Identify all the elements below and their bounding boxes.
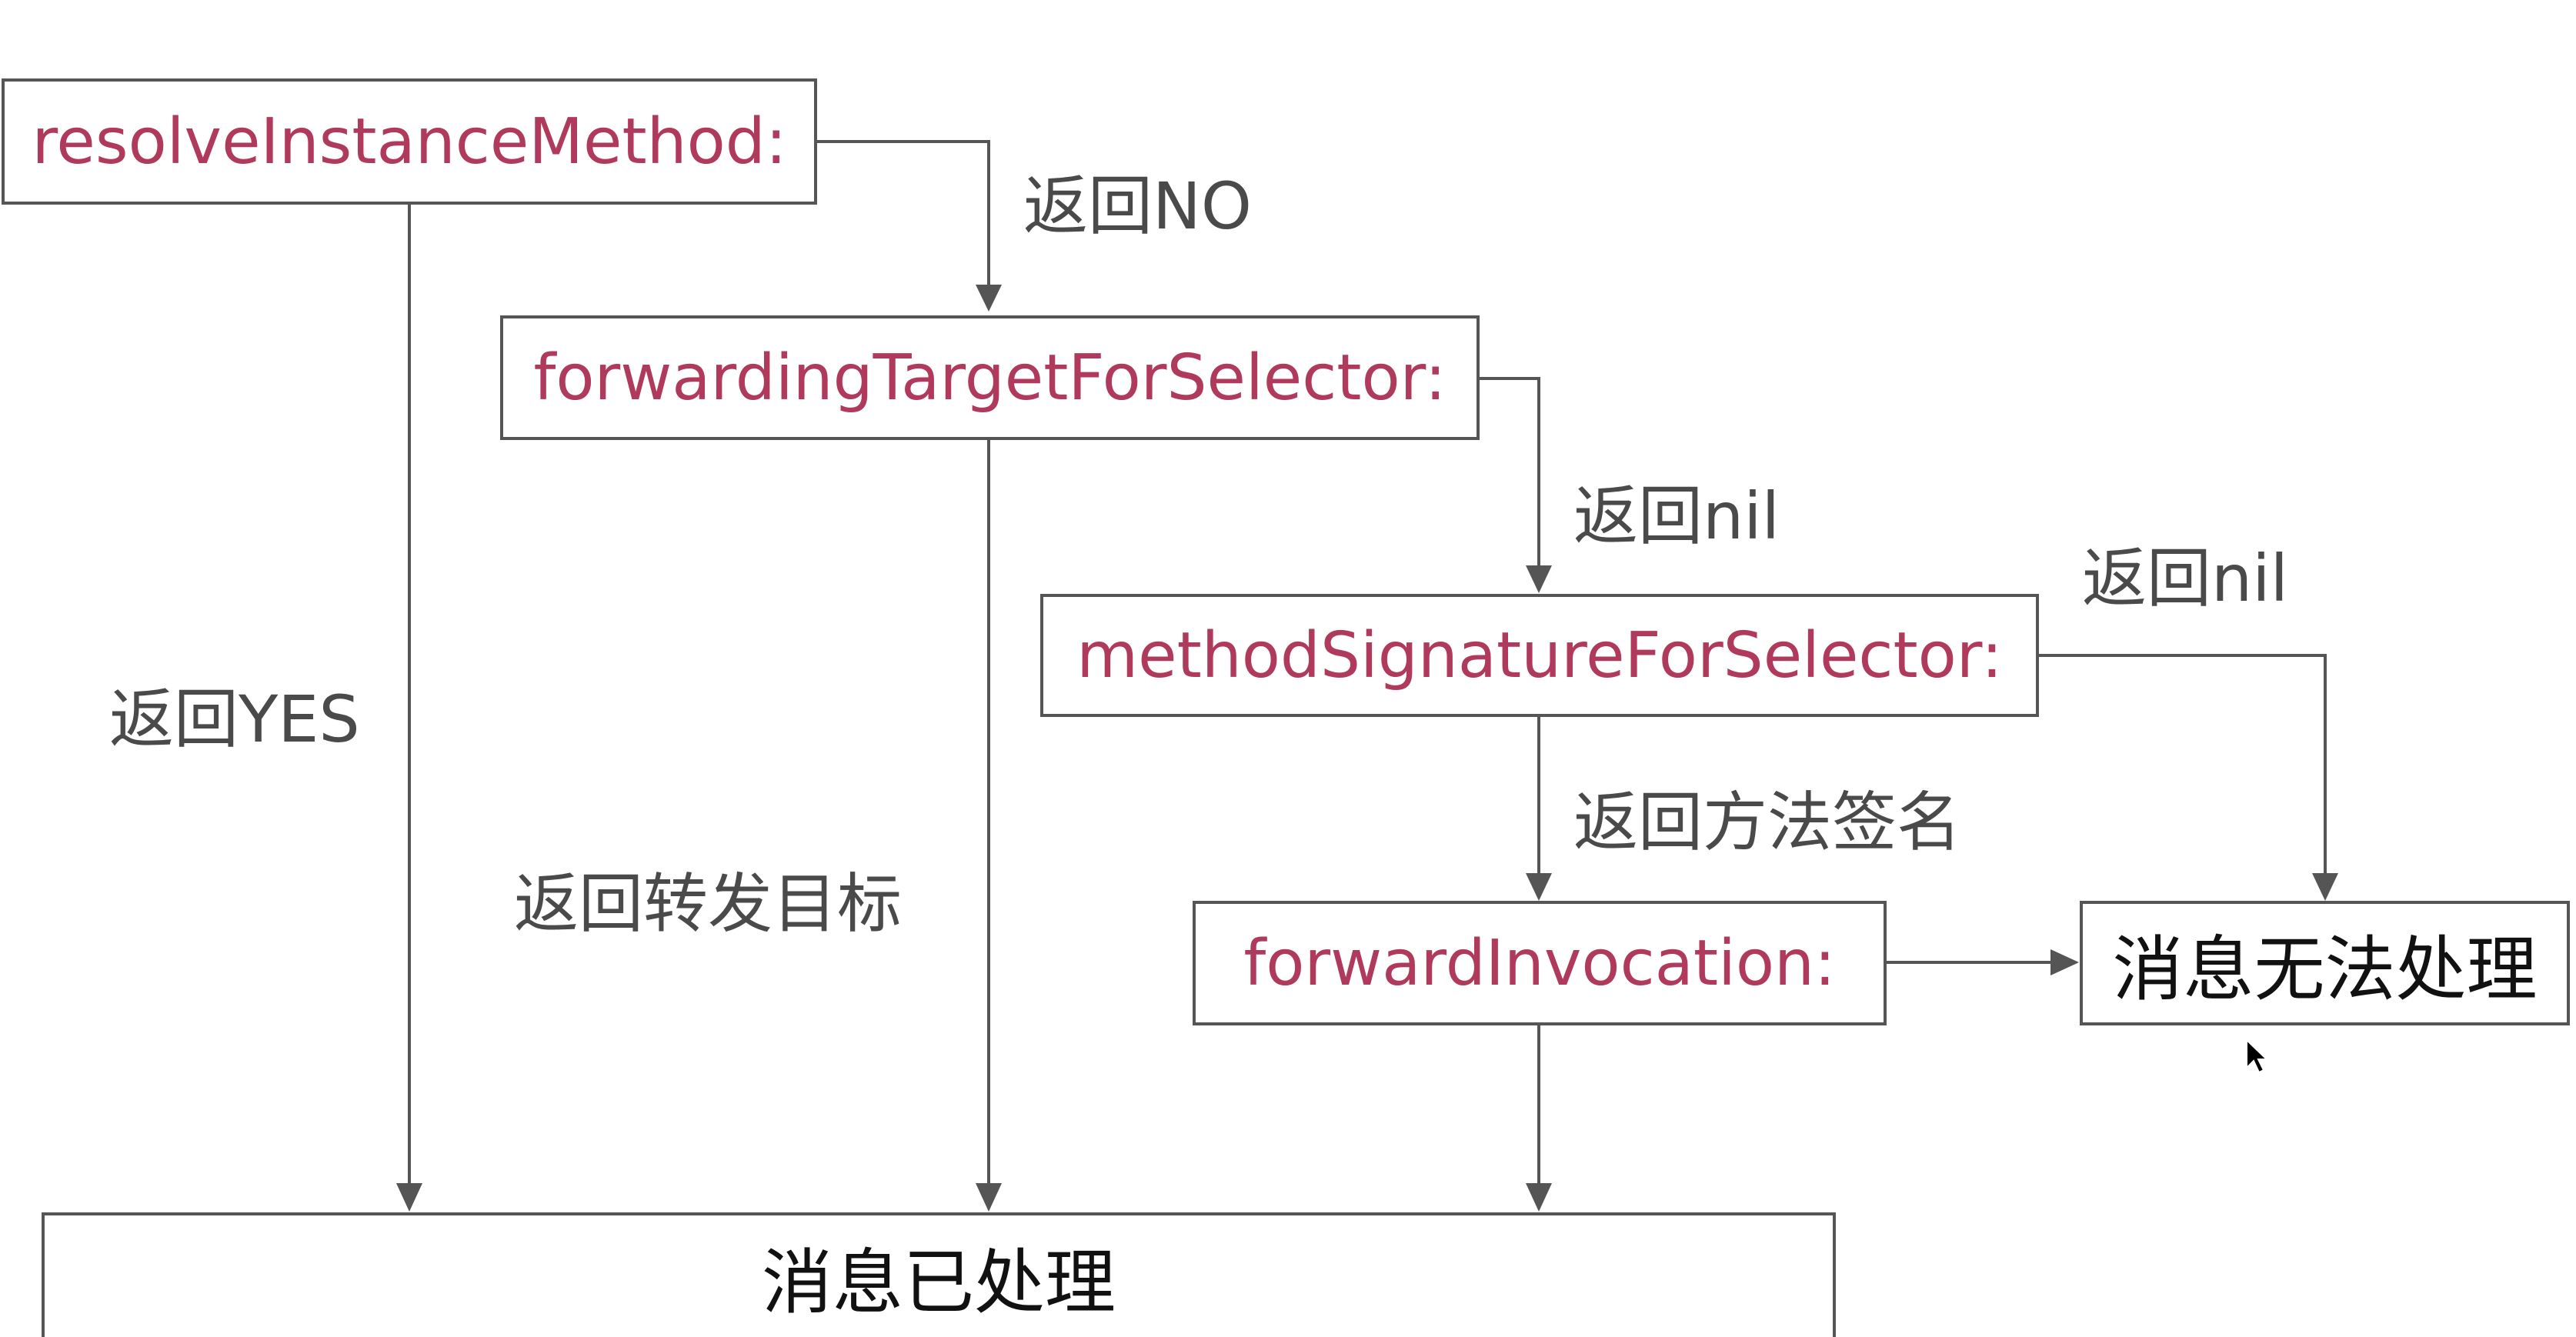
- arrowhead-forward-invocation: [1526, 873, 1552, 901]
- node-label: methodSignatureForSelector:: [1076, 618, 2003, 692]
- arrowhead-forwarding-target: [976, 285, 1002, 312]
- arrowhead-unhandled-from-signature: [2312, 873, 2338, 901]
- edge-forwarding-target-to-signature: [1480, 377, 1540, 577]
- label-return-method-signature: 返回方法签名: [1573, 785, 1962, 860]
- label-return-forward-target: 返回转发目标: [514, 866, 903, 942]
- arrowhead-handled-from-forwarding-target: [976, 1183, 1002, 1212]
- label-return-yes: 返回YES: [109, 682, 360, 757]
- edge-signature-to-unhandled: [2039, 654, 2327, 885]
- label-return-nil-target: 返回nil: [1573, 478, 1780, 554]
- arrowhead-signature: [1526, 565, 1552, 593]
- node-message-unhandled: 消息无法处理: [2080, 901, 2570, 1025]
- arrowhead-unhandled-from-forward-invocation: [2050, 949, 2079, 975]
- node-label: resolveInstanceMethod:: [32, 105, 787, 178]
- arrowhead-handled-from-resolve: [396, 1183, 422, 1212]
- node-forward-invocation: forwardInvocation:: [1193, 901, 1887, 1025]
- node-label: 消息无法处理: [2112, 928, 2538, 1011]
- node-label: forwardInvocation:: [1243, 926, 1836, 1000]
- edge-resolve-to-forwarding-target: [817, 140, 990, 296]
- label-return-no: 返回NO: [1023, 168, 1252, 244]
- arrowhead-handled-from-forward-invocation: [1526, 1183, 1552, 1212]
- mouse-pointer-icon: [2246, 1039, 2268, 1074]
- node-method-signature-for-selector: methodSignatureForSelector:: [1040, 594, 2039, 717]
- node-resolve-instance-method: resolveInstanceMethod:: [2, 78, 817, 205]
- node-message-handled: 消息已处理: [42, 1212, 1836, 1337]
- label-return-nil-signature: 返回nil: [2082, 541, 2288, 616]
- node-label: 消息已处理: [761, 1241, 1116, 1324]
- node-label: forwardingTargetForSelector:: [533, 341, 1446, 415]
- node-forwarding-target-for-selector: forwardingTargetForSelector:: [500, 315, 1480, 440]
